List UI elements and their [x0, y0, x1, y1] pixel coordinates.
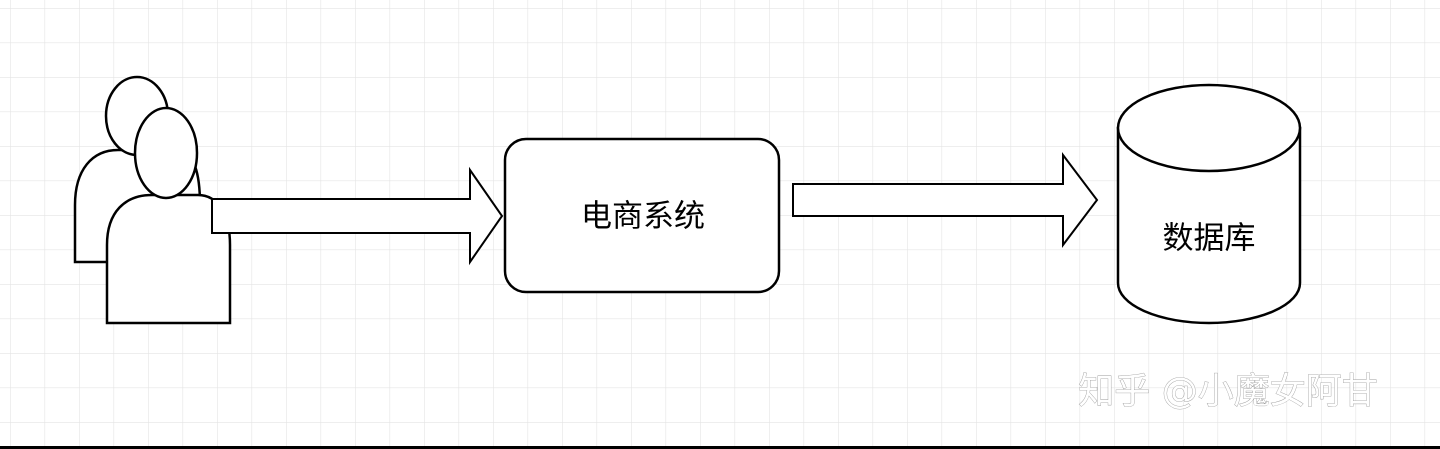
database-cylinder-body	[1116, 126, 1302, 325]
arrow-system-to-database	[792, 152, 1099, 248]
database-node-label: 数据库	[1163, 221, 1256, 257]
arrow-users-to-system	[211, 166, 504, 266]
system-node[interactable]: 电商系统	[503, 137, 781, 294]
bottom-border	[0, 446, 1440, 449]
system-node-label: 电商系统	[581, 199, 705, 235]
system-node-box	[503, 137, 781, 294]
watermark: 知乎 @小魔女阿甘	[1078, 371, 1377, 412]
database-cylinder-top	[1116, 83, 1302, 173]
database-node[interactable]: 数据库	[1116, 83, 1302, 325]
